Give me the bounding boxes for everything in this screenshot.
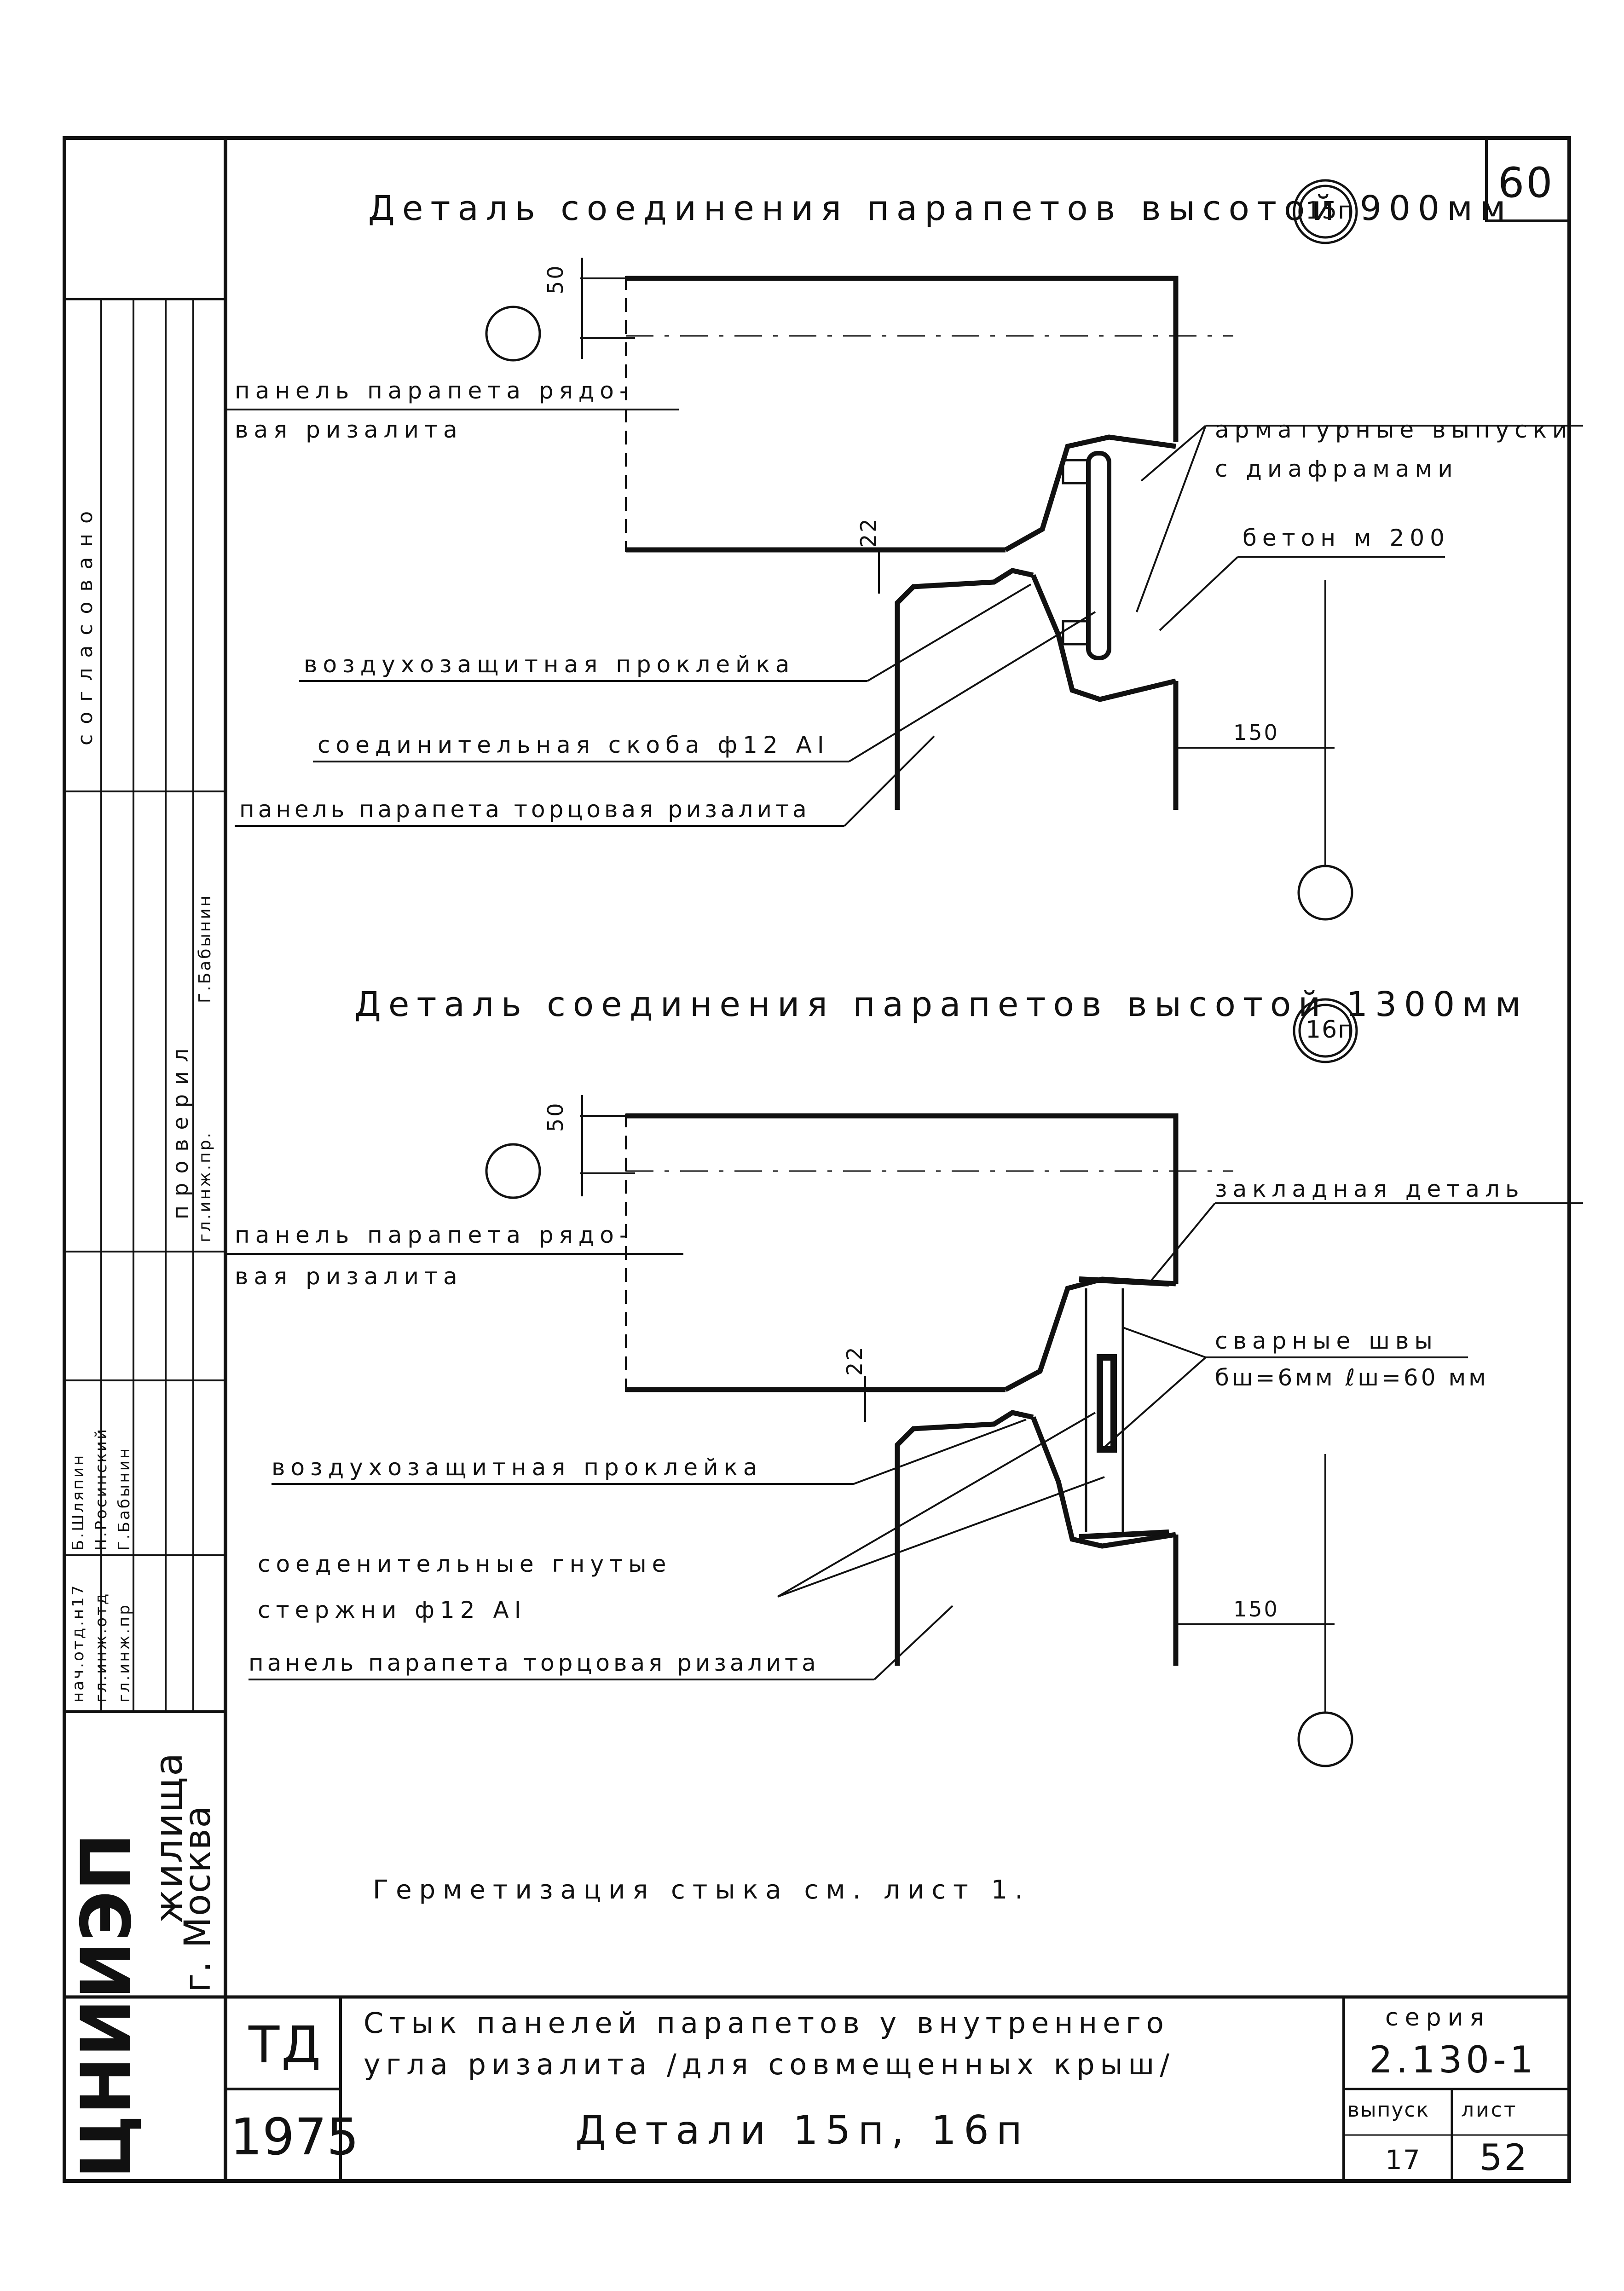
- detail-15-panel-row-1: панель парапета рядо-: [235, 377, 633, 404]
- stamp-checked-name: Г.Бабынин: [196, 894, 214, 1003]
- detail-15-panel-end: панель парапета торцовая ризалита: [239, 796, 810, 823]
- stamp-role-3: гл.инж.пр: [115, 1603, 133, 1702]
- detail-16-rods-1: соеденительные гнутые: [258, 1551, 672, 1577]
- title-block-line1: Стык панелей парапетов у внутреннего: [364, 2006, 1169, 2040]
- stamp-name-2: Н.Росинский: [92, 1427, 110, 1551]
- detail-15-air-seal: воздухозащитная проклейка: [304, 651, 795, 678]
- org-city: г. Москва: [177, 1805, 219, 1992]
- detail-16-embedded: закладная деталь: [1215, 1176, 1525, 1202]
- sheet-value: 52: [1480, 2137, 1529, 2179]
- title-block-line3: Детали 15п, 16п: [575, 2107, 1030, 2153]
- axis-marker-top-15: [485, 306, 541, 362]
- detail-15-concrete: бетон м 200: [1243, 525, 1450, 551]
- detail-16-welds-1: сварные швы: [1215, 1327, 1438, 1354]
- detail-16-marker: 16п: [1306, 1016, 1355, 1044]
- stamp-role-2: гл.инж.отд: [92, 1592, 110, 1702]
- detail-16-dim-side: 150: [1233, 1597, 1279, 1622]
- outer-frame: [63, 136, 1571, 2183]
- detail-16-rods-2: стержни ф12 AI: [258, 1597, 527, 1623]
- stamp-agreed: согласовано: [74, 501, 97, 745]
- stamp-name-3: Г.Бабынин: [115, 1446, 133, 1551]
- detail-16-panel-row-2: вая ризалита: [235, 1263, 463, 1290]
- axis-marker-bottom-15: [1297, 865, 1353, 921]
- detail-16-dim-gap: 22: [842, 1345, 867, 1376]
- detail-15-marker: 15п: [1306, 197, 1355, 225]
- sealing-note: Герметизация стыка см. лист 1.: [373, 1875, 1030, 1905]
- axis-marker-top-16: [485, 1143, 541, 1199]
- series-value: 2.130-1: [1369, 2038, 1537, 2081]
- detail-15-dim-gap: 22: [856, 517, 881, 548]
- detail-16-panel-end: панель парапета торцовая ризалита: [249, 1650, 820, 1676]
- sheet-label: лист: [1461, 2098, 1518, 2122]
- org-name: ЦНИИЭП: [67, 1833, 147, 2179]
- detail-15-panel-row-2: вая ризалита: [235, 416, 463, 443]
- detail-16-welds-2: бш=6мм ℓш=60 мм: [1215, 1364, 1489, 1391]
- detail-15-bracket: соединительная скоба ф12 AI: [318, 732, 830, 758]
- title-block-year: 1975: [230, 2107, 359, 2166]
- stamp-checked-role: гл.инж.пр.: [196, 1131, 214, 1242]
- issue-label: выпуск: [1347, 2098, 1430, 2122]
- stamp-name-1: Б.Шляпин: [69, 1453, 87, 1551]
- title-block-code: ТД: [249, 2015, 323, 2074]
- detail-16-title: Деталь соединения парапетов высотой 1300…: [354, 985, 1528, 1024]
- stamp-role-1: нач.отд.н17: [69, 1583, 87, 1702]
- detail-15-title: Деталь соединения парапетов высотой 900м…: [368, 189, 1513, 228]
- issue-value: 17: [1385, 2144, 1421, 2176]
- detail-15-rebar-1: арматурные выпуски: [1215, 416, 1573, 443]
- detail-15-dim-side: 150: [1233, 720, 1279, 745]
- stamp-checked: проверил: [168, 1039, 193, 1219]
- detail-16-dim-top: 50: [543, 1101, 568, 1132]
- detail-15-dim-top: 50: [543, 264, 568, 294]
- title-block-line2: угла ризалита /для совмещенных крыш/: [364, 2048, 1175, 2081]
- axis-marker-bottom-16: [1297, 1711, 1353, 1767]
- detail-16-air-seal: воздухозащитная проклейка: [272, 1454, 763, 1481]
- detail-15-rebar-2: с диафрамами: [1215, 456, 1458, 482]
- series-label: серия: [1385, 2004, 1491, 2031]
- detail-16-panel-row-1: панель парапета рядо-: [235, 1222, 633, 1248]
- corner-sheet-number: 60: [1498, 159, 1555, 207]
